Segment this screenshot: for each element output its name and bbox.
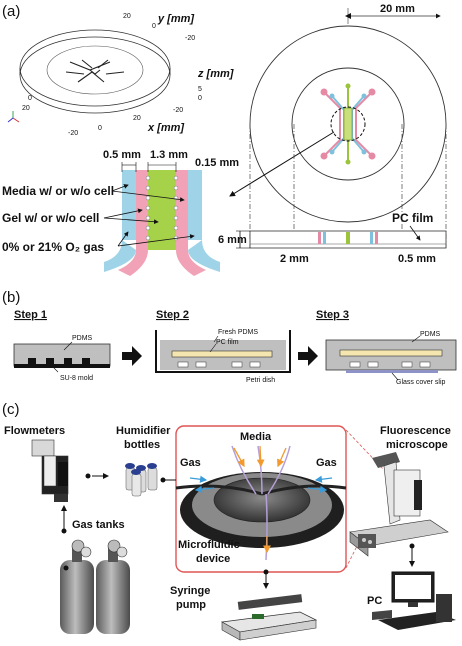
step3-pdms: PDMS [420, 331, 441, 338]
axis-tick: 20 [133, 115, 141, 122]
projection-lines [249, 124, 447, 248]
gas-label: 0% or 21% O₂ gas [2, 240, 104, 254]
humidifier-bottles-icon [125, 463, 158, 497]
step3-illustration [325, 335, 457, 381]
humidifier-label-1: Humidifier [116, 425, 171, 437]
dimension-0-15mm: 0.15 mm [195, 157, 239, 169]
microfluidic-label-2: device [196, 553, 230, 565]
gas-right-label: Gas [316, 457, 337, 469]
syringe-label-1: Syringe [170, 585, 210, 597]
y-axis-label: y [mm] [157, 13, 194, 25]
microfluidic-label-1: Microfluidic [178, 539, 240, 551]
x-axis-label: x [mm] [147, 122, 184, 134]
pc-icon [372, 571, 456, 630]
microscope-icon [349, 452, 449, 557]
syringe-label-2: pump [176, 599, 206, 611]
step2-illustration [155, 330, 291, 373]
step-arrow-2 [298, 346, 318, 366]
dimension-0-5mm-b: 0.5 mm [398, 253, 436, 265]
pc-label: PC [367, 595, 382, 607]
cross-section [236, 230, 447, 249]
axis-tick: -20 [68, 130, 78, 137]
dimension-6mm: 6 mm [218, 234, 247, 246]
gas-tanks-icon [60, 539, 130, 634]
microscope-label-1: Fluorescence [380, 425, 451, 437]
axis-tick: 20 [22, 105, 30, 112]
step3-glass: Glass cover slip [396, 379, 446, 386]
gas-left-label: Gas [180, 457, 201, 469]
axis-tick: -20 [185, 35, 195, 42]
dimension-2mm: 2 mm [280, 253, 309, 265]
dimension-0-5mm: 0.5 mm [103, 149, 141, 161]
step2-pc-film: PC film [216, 339, 239, 346]
axis-tick: 20 [123, 13, 131, 20]
step2-petri-dish: Petri dish [246, 377, 275, 384]
step1-pdms: PDMS [72, 335, 93, 342]
step2-title: Step 2 [156, 309, 189, 321]
zoom-arrow [229, 131, 335, 197]
step3-title: Step 3 [316, 309, 349, 321]
isometric-device-view [7, 29, 171, 123]
dimension-20mm: 20 mm [380, 3, 415, 15]
media-label-c: Media [240, 431, 272, 443]
syringe-pump-icon [220, 594, 318, 641]
step1-illustration [13, 341, 111, 373]
axis-tick: -20 [173, 107, 183, 114]
media-label: Media w/ or w/o cell [2, 184, 114, 198]
flowmeters-icon [31, 439, 69, 502]
microfluidic-device-illustration [175, 445, 347, 561]
gel-label: Gel w/ or w/o cell [2, 211, 99, 225]
panel-label-c: (c) [2, 401, 20, 418]
pc-film-label: PC film [392, 211, 433, 225]
top-view-device [249, 8, 447, 223]
panel-label-a: (a) [2, 3, 20, 20]
microscope-label-2: microscope [386, 439, 448, 451]
humidifier-label-2: bottles [124, 439, 160, 451]
axis-tick: 0 [198, 95, 202, 102]
gas-tanks-label: Gas tanks [72, 519, 125, 531]
dimension-1-3mm: 1.3 mm [150, 149, 188, 161]
flowmeters-label: Flowmeters [4, 425, 65, 437]
axis-tick: 5 [198, 86, 202, 93]
step1-mold: SU-8 mold [60, 375, 93, 382]
callout-arrows [103, 184, 195, 247]
axis-tick: 0 [98, 125, 102, 132]
step-arrow-1 [122, 346, 142, 366]
step2-fresh-pdms: Fresh PDMS [218, 329, 258, 336]
z-axis-label: z [mm] [197, 68, 234, 80]
axis-tick: 0 [152, 23, 156, 30]
axis-tick: 0 [28, 95, 32, 102]
panel-label-b: (b) [2, 289, 20, 306]
step1-title: Step 1 [14, 309, 47, 321]
